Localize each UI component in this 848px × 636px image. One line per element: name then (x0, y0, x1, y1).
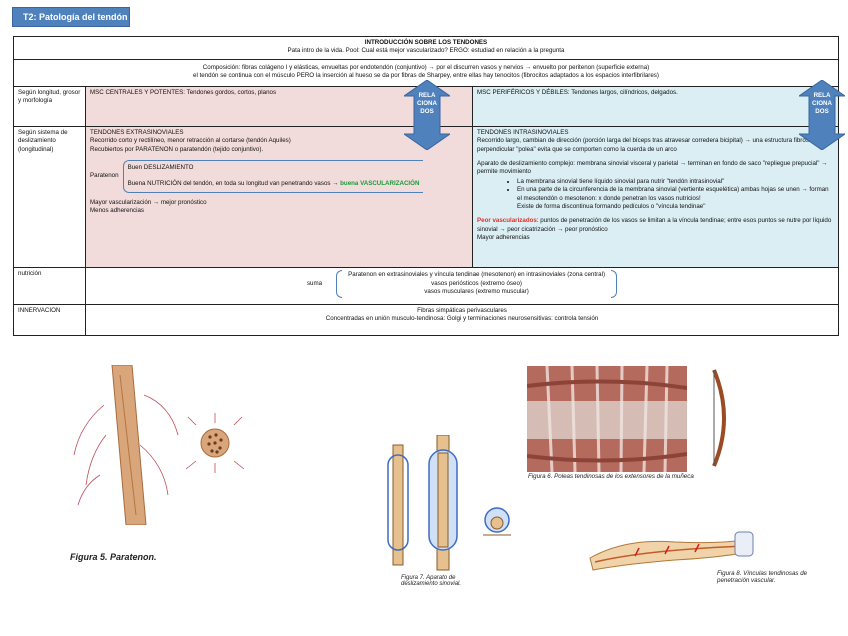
intra-line-1: Recorrido largo, cambian de dirección (p… (477, 137, 813, 153)
nutricion-line-2: vasos periósticos (extremo óseo) (431, 279, 522, 287)
intra-bullet: La membrana sinovial tiene líquido sinov… (517, 178, 834, 186)
synovial-apparatus-illustration (387, 435, 511, 571)
nutricion-row: nutrición suma Paratenon en extrasinovia… (13, 267, 839, 305)
inervacion-line-2: Concentradas en unión musculo-tendinosa:… (325, 315, 599, 323)
row-label-inervacion: INNERVACION (13, 304, 86, 336)
paratenon-b1: Buen DESLIZAMIENTO (127, 164, 194, 172)
extra-line-1: Recorrido corto y rectilíneo, menor retr… (90, 137, 291, 145)
morfo-right: MSC PERIFÉRICOS Y DÉBILES: Tendones larg… (472, 86, 839, 127)
nutricion-line-3: vasos musculares (extremo muscular) (424, 288, 529, 296)
bow-illustration (712, 369, 726, 467)
suma-label: suma (306, 279, 323, 287)
intro-title: INTRODUCCIÓN SOBRE LOS TENDONES (364, 39, 488, 46)
intrasinoviales-cell: TENDONES INTRASINOVIALES Recorrido largo… (472, 126, 839, 268)
nutricion-brace-left (336, 270, 343, 298)
nutricion-brace-right (611, 270, 618, 298)
row-label-nutricion: nutrición (13, 267, 86, 305)
intrasinoviales-title: TENDONES INTRASINOVIALES (477, 129, 569, 136)
intra-bullet: En una parte de la circunferencia de la … (517, 186, 834, 203)
nutricion-group: suma Paratenon en extrasinoviales y vínc… (90, 270, 834, 298)
intra-bullets: La membrana sinovial tiene líquido sinov… (517, 178, 834, 211)
inervacion-line-1: Fibras simpáticas perivasculares (417, 307, 507, 314)
figure-8-caption: Figura 8. Vínculas tendinosas de penetra… (717, 570, 808, 584)
paratenon-brace: Buen DESLIZAMIENTO Buena NUTRICIÓN del t… (122, 160, 424, 193)
paratenon-b2: Buena NUTRICIÓN del tendón, en toda su l… (128, 180, 420, 188)
figure-6-caption: Figura 6. Poleas tendinosas de los exten… (528, 473, 694, 480)
intro-row: INTRODUCCIÓN SOBRE LOS TENDONES Pata int… (13, 36, 839, 60)
composition-row: Composición: fibras colágeno I y elástic… (13, 59, 839, 87)
deslizamiento-row: Según sistema de deslizamiento (longitud… (13, 126, 839, 268)
summary-table: INTRODUCCIÓN SOBRE LOS TENDONES Pata int… (13, 36, 839, 336)
intra-line-2: Aparato de deslizamiento complejo: membr… (477, 160, 828, 176)
page-title: T2: Patología del tendón (12, 7, 130, 27)
inervacion-cell: Fibras simpáticas perivasculares Concent… (85, 304, 839, 336)
relacionados-arrow-right: RELACIONADOS (797, 79, 847, 151)
composition-line-1: Composición: fibras colágeno I y elástic… (202, 64, 650, 71)
peor-vascularizados-highlight: Peor vascularizados (477, 217, 537, 225)
nutricion-line-1: Paratenon en extrasinoviales y víncula t… (348, 271, 606, 279)
morfologia-row: Según longitud, grosor y morfología MSC … (13, 86, 839, 127)
intro-subtitle: Pata intro de la vida. Pool: Cual está m… (287, 47, 565, 55)
relacionados-label: RELACIONADOS (812, 92, 832, 116)
inervacion-row: INNERVACION Fibras simpáticas perivascul… (13, 304, 839, 336)
vascularizacion-highlight: buena VASCULARIZACIÓN (340, 180, 420, 188)
extra-line-2: Recubiertos por PARATENON o paratendón (… (90, 145, 264, 153)
extra-line-3: Mayor vascularización → mejor pronóstico (90, 198, 207, 206)
composition-line-2: el tendón se continua con el músculo PER… (193, 72, 659, 80)
figure-7-caption: Figura 7. Aparato de deslizamiento sinov… (401, 575, 462, 587)
paratenon-label: Paratenon (90, 172, 119, 180)
intra-line-3: Peor vascularizados: puntos de penetraci… (477, 217, 834, 234)
intra-bullet: Existe de forma discontinua formando ped… (517, 202, 706, 210)
figure-5-caption: Figura 5. Paratenon. (70, 552, 157, 562)
extrasinoviales-cell: TENDONES EXTRASINOVIALES Recorrido corto… (85, 126, 473, 268)
intra-line-3-text: : puntos de penetración de los vasos se … (477, 217, 832, 233)
vincula-illustration (589, 531, 754, 571)
extra-line-4: Menos adherencias (90, 207, 145, 215)
extrasinoviales-title: TENDONES EXTRASINOVIALES (90, 129, 184, 136)
wrist-pulleys-photo (527, 366, 687, 472)
relacionados-arrow-left: RELACIONADOS (402, 79, 452, 151)
nutricion-cell: suma Paratenon en extrasinoviales y vínc… (85, 267, 839, 305)
relacionados-label: RELACIONADOS (417, 92, 437, 116)
row-label-morfologia: Según longitud, grosor y morfología (13, 86, 86, 127)
intra-line-4: Mayor adherencias (477, 233, 530, 241)
row-label-deslizamiento: Según sistema de deslizamiento (longitud… (13, 126, 86, 268)
paratenon-b2-text: Buena NUTRICIÓN del tendón, en toda su l… (127, 180, 341, 188)
paratenon-group: Paratenon Buen DESLIZAMIENTO Buena NUTRI… (90, 160, 468, 193)
paratenon-illustration (73, 365, 245, 525)
nutricion-lines: Paratenon en extrasinoviales y víncula t… (348, 271, 605, 296)
